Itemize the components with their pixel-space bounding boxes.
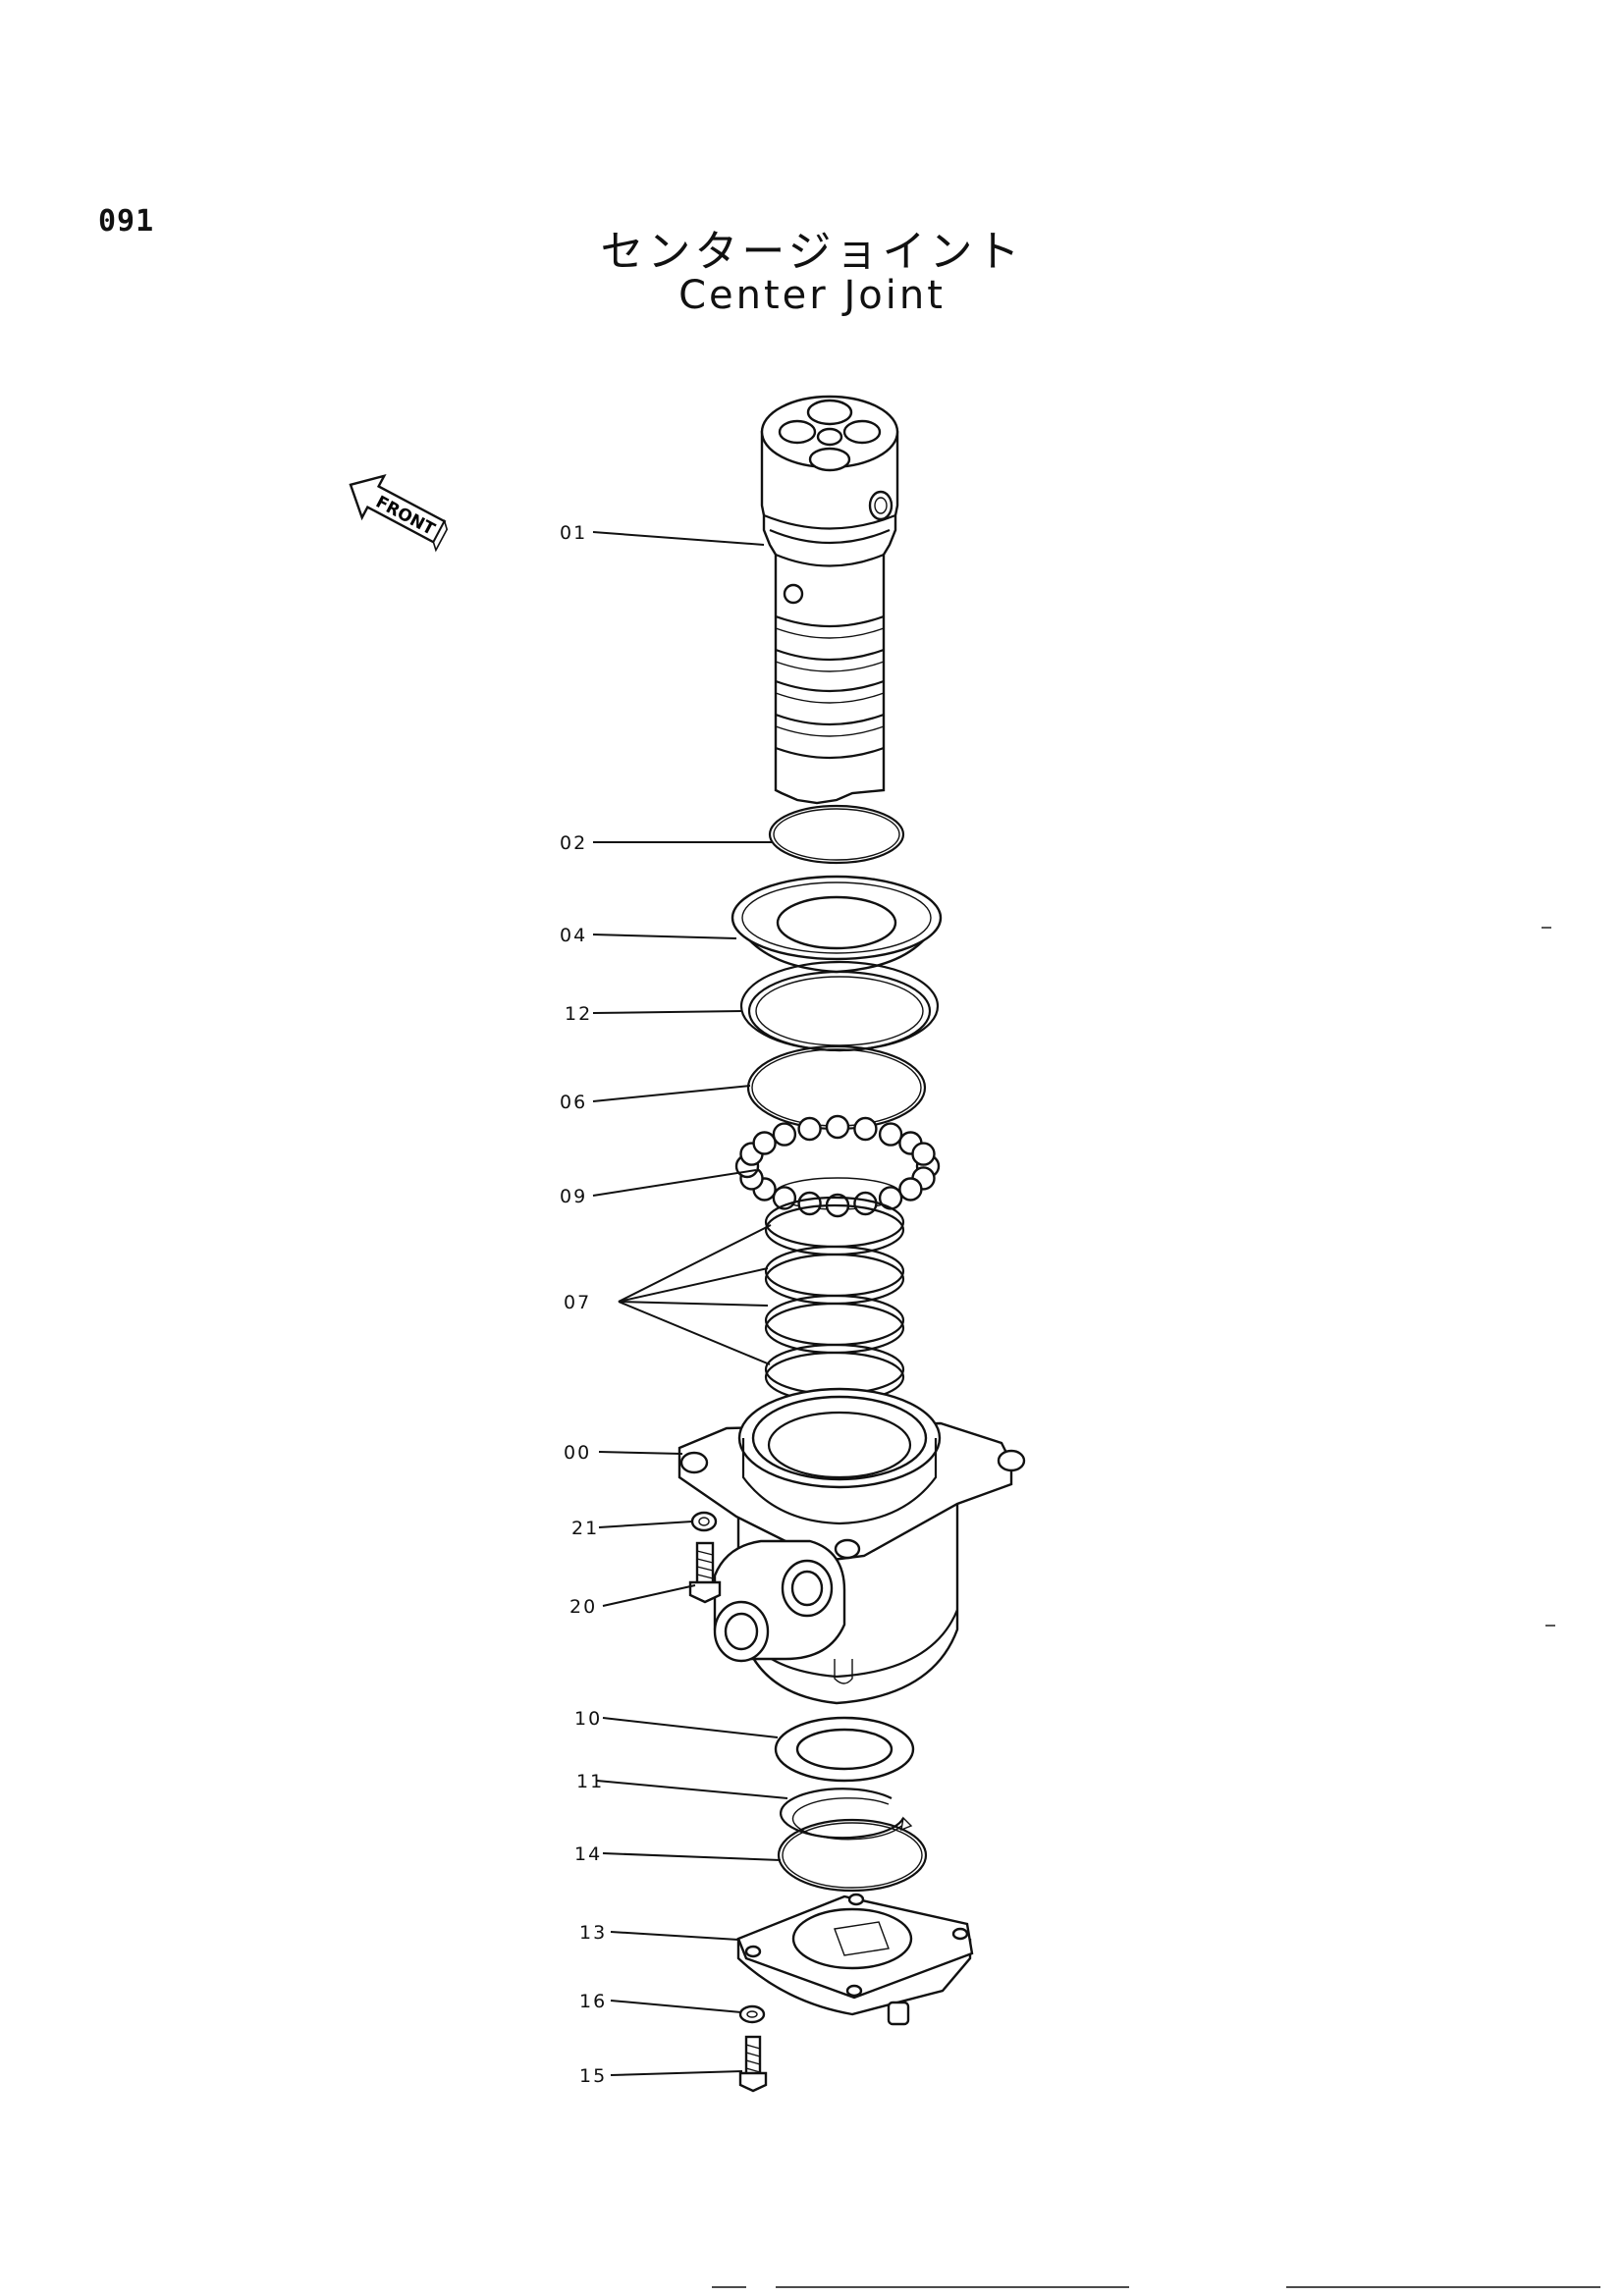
callout-04: 04 [560, 925, 587, 946]
steel-ball [772, 1122, 797, 1147]
callout-01: 01 [560, 522, 587, 544]
part-00-body [677, 1387, 1026, 1705]
leader-lines [592, 531, 788, 2076]
part-01-spindle [760, 395, 899, 805]
callout-10: 10 [574, 1708, 602, 1730]
callout-02: 02 [560, 832, 587, 854]
part-09-steel-balls [734, 1114, 941, 1218]
callout-21: 21 [571, 1518, 599, 1539]
callout-labels: 01 02 04 12 06 09 07 00 21 20 10 11 14 1… [560, 522, 607, 2087]
part-14-o-ring [777, 1818, 928, 1893]
callout-12: 12 [565, 1003, 592, 1025]
part-10-plate [774, 1716, 915, 1783]
steel-ball [797, 1191, 822, 1216]
steel-ball [853, 1191, 878, 1216]
callout-11: 11 [576, 1771, 604, 1792]
steel-ball [752, 1131, 777, 1155]
steel-ball [898, 1177, 923, 1201]
callout-13: 13 [579, 1922, 607, 1944]
part-15-bolt [738, 2035, 768, 2093]
part-11-snap-ring [780, 1788, 913, 1841]
callout-16: 16 [579, 1991, 607, 2012]
title-english: Center Joint [678, 273, 946, 318]
part-20-bolt [688, 1541, 722, 1604]
part-04-cover [731, 875, 943, 974]
part-02-o-ring [768, 804, 905, 865]
steel-ball [825, 1114, 850, 1140]
callout-06: 06 [560, 1092, 587, 1113]
part-13-cover [736, 1893, 974, 2026]
steel-ball [878, 1122, 903, 1147]
callout-14: 14 [574, 1843, 602, 1865]
callout-09: 09 [560, 1186, 587, 1207]
part-07-slipper-seals [764, 1196, 905, 1404]
callout-20: 20 [569, 1596, 597, 1618]
callout-07: 07 [564, 1292, 591, 1313]
title-japanese: センタージョイント [600, 227, 1024, 277]
steel-ball [853, 1116, 878, 1142]
callout-00: 00 [564, 1442, 591, 1464]
page-number: 091 [98, 204, 155, 239]
steel-ball [797, 1116, 822, 1142]
callout-15: 15 [579, 2065, 607, 2087]
part-21-washer [690, 1511, 718, 1532]
part-16-washer [738, 2004, 766, 2024]
front-arrow-icon: FRONT [349, 473, 449, 553]
steel-ball [911, 1142, 936, 1166]
part-12-seal [739, 960, 940, 1052]
